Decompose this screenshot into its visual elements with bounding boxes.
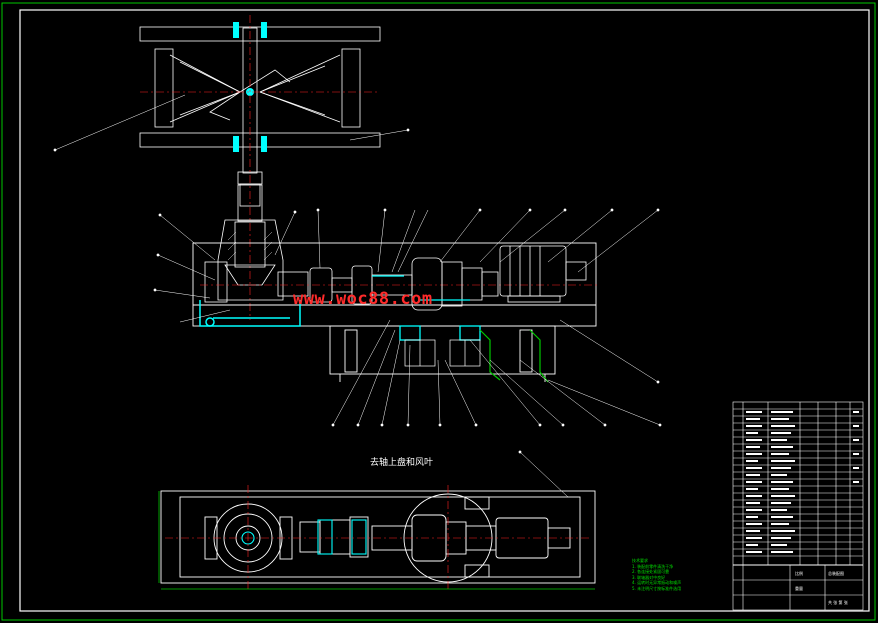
- title-block-scale: 比例: [795, 571, 803, 576]
- drive-shaft: [309, 257, 499, 311]
- note-line: 1. 装配前零件清洗干净: [632, 563, 674, 569]
- note-line: 5. 未注明尺寸按标准件选用: [632, 585, 682, 591]
- note-line: 4. 运转时无异常振动和噪声: [632, 580, 682, 586]
- technical-notes: 技术要求 1. 装配前零件清洗干净 2. 各连接处紧固可靠 3. 联轴器对中良好…: [632, 558, 681, 592]
- support-legs: [404, 339, 481, 367]
- title-block-drawing-name: 总装配图: [828, 571, 844, 576]
- front-view-frame: [192, 242, 597, 382]
- parts-list: [732, 401, 864, 611]
- note-line: 3. 联轴器对中良好: [632, 574, 666, 580]
- fan-top-view: [139, 26, 381, 207]
- watermark-text: www.woc88.com: [293, 289, 433, 309]
- gear-hatching: [227, 231, 273, 261]
- title-block-sheet: 共 张 第 张: [828, 600, 848, 605]
- green-brackets: [479, 329, 549, 383]
- plan-accents: [241, 519, 367, 555]
- section-view-title: 去轴上盘和风叶: [370, 458, 434, 468]
- base-channel: [199, 300, 301, 327]
- motor-front: [499, 245, 587, 303]
- parts-list-entries: [746, 411, 859, 553]
- inner-frame: [19, 9, 870, 612]
- gear-housing: [204, 184, 309, 303]
- title-block-weight: 重量: [795, 586, 803, 591]
- notes-title: 技术要求: [632, 558, 648, 563]
- note-line: 2. 各连接处紧固可靠: [632, 569, 670, 575]
- leader-lines: [53, 94, 662, 498]
